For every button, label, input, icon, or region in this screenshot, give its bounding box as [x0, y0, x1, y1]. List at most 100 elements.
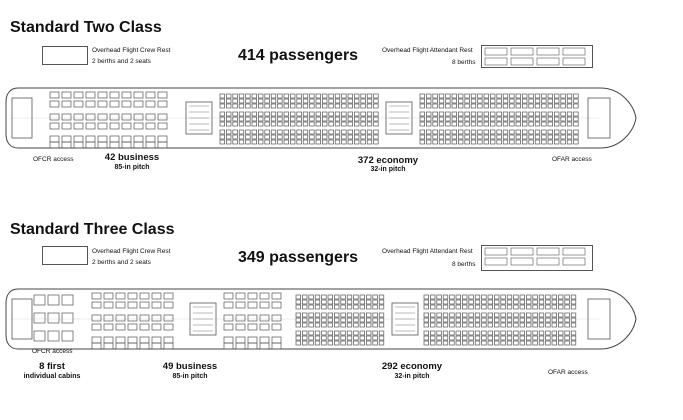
economy-seat	[564, 340, 570, 346]
first-cabin	[61, 312, 74, 324]
economy-seat	[334, 312, 340, 318]
business-seat	[49, 113, 60, 121]
economy-seat	[309, 129, 315, 135]
two-class-attendant-rest-detail: 8 berths	[452, 59, 476, 66]
economy-seat	[322, 116, 328, 122]
berth	[484, 257, 508, 266]
economy-seat	[346, 335, 353, 341]
economy-seat	[547, 121, 553, 127]
economy-seat	[462, 340, 468, 346]
economy-seat	[502, 134, 509, 140]
economy-seat	[449, 304, 455, 310]
business-seat	[223, 342, 234, 350]
economy-seat	[251, 98, 257, 104]
economy-seat	[328, 116, 334, 122]
economy-seat	[573, 139, 579, 145]
economy-seat	[474, 340, 481, 346]
economy-seat	[226, 134, 232, 140]
economy-seat	[360, 116, 366, 122]
economy-seat	[340, 340, 346, 346]
economy-seat	[458, 121, 464, 127]
economy-seat	[462, 312, 468, 318]
business-seat	[151, 342, 162, 350]
economy-seat	[378, 317, 385, 323]
economy-seat	[558, 299, 564, 305]
economy-seat	[258, 116, 264, 122]
economy-seat	[432, 116, 438, 122]
economy-seat	[347, 121, 353, 127]
berth	[536, 57, 560, 66]
economy-seat	[515, 111, 521, 117]
economy-seat	[547, 103, 553, 109]
economy-seat	[455, 299, 461, 305]
economy-seat	[545, 304, 551, 310]
economy-seat	[545, 322, 551, 328]
three-class-ofar-access: OFAR access	[548, 369, 588, 376]
economy-seat	[558, 335, 564, 341]
economy-seat	[366, 139, 373, 145]
economy-seat	[470, 111, 477, 117]
business-seat	[85, 91, 96, 99]
economy-seat	[232, 98, 238, 104]
economy-seat	[309, 121, 315, 127]
economy-seat	[232, 93, 238, 99]
economy-seat	[500, 299, 506, 305]
economy-seat	[445, 121, 451, 127]
economy-seat	[462, 304, 468, 310]
economy-seat	[353, 340, 359, 346]
economy-seat	[560, 98, 566, 104]
economy-seat	[506, 294, 513, 300]
economy-seat	[432, 134, 438, 140]
economy-seat	[308, 330, 314, 336]
economy-seat	[315, 111, 321, 117]
economy-seat	[423, 312, 429, 318]
economy-seat	[315, 93, 321, 99]
economy-seat	[373, 116, 379, 122]
economy-seat	[481, 304, 487, 310]
business-seat	[223, 323, 234, 331]
berth	[510, 247, 534, 256]
economy-seat	[455, 340, 461, 346]
economy-seat	[554, 98, 560, 104]
economy-seat	[558, 304, 564, 310]
economy-seat	[378, 294, 385, 300]
economy-seat	[322, 121, 328, 127]
economy-seat	[426, 98, 432, 104]
economy-seat	[283, 111, 289, 117]
cockpit-area	[587, 298, 611, 340]
economy-seat	[494, 335, 500, 341]
economy-seat	[477, 121, 483, 127]
economy-seat	[359, 330, 365, 336]
economy-seat	[438, 134, 445, 140]
economy-seat	[474, 322, 481, 328]
business-seat	[139, 292, 150, 300]
economy-seat	[451, 139, 457, 145]
business-seat	[151, 323, 162, 331]
berth	[510, 47, 534, 56]
economy-seat	[451, 121, 457, 127]
economy-seat	[573, 121, 579, 127]
economy-seat	[547, 98, 553, 104]
economy-seat	[519, 304, 525, 310]
economy-seat	[509, 139, 515, 145]
economy-seat	[487, 335, 493, 341]
economy-seat	[538, 340, 545, 346]
economy-seat	[570, 317, 577, 323]
economy-seat	[258, 129, 264, 135]
economy-seat	[560, 139, 566, 145]
business-seat	[85, 135, 96, 143]
galley-mid-rear	[391, 302, 419, 336]
economy-seat	[334, 317, 340, 323]
economy-seat	[334, 330, 340, 336]
economy-seat	[487, 317, 493, 323]
three-class-attendant-berths	[484, 247, 586, 266]
economy-seat	[354, 134, 360, 140]
economy-seat	[442, 312, 449, 318]
economy-seat	[322, 139, 328, 145]
economy-seat	[302, 116, 309, 122]
business-seat	[73, 141, 84, 149]
two-class-business-count: 42 business	[104, 152, 160, 163]
economy-seat	[296, 116, 302, 122]
economy-seat	[566, 93, 573, 99]
economy-seat	[295, 340, 301, 346]
